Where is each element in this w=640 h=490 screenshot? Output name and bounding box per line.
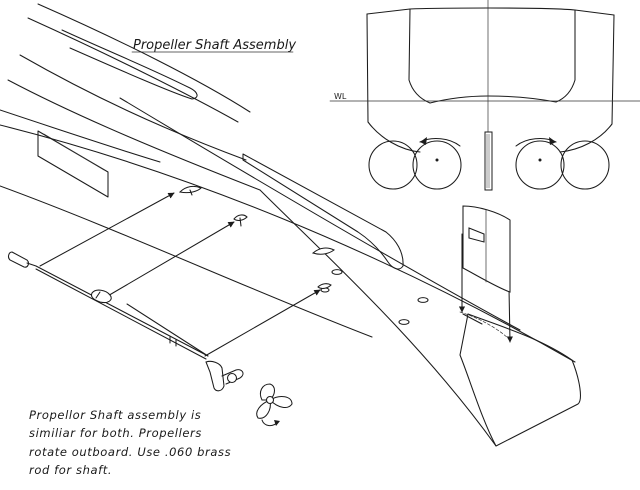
strut-parts <box>178 185 335 290</box>
cabin-roof-fairing <box>61 29 198 100</box>
prop-strut-arm <box>221 369 244 385</box>
strut-stem-2 <box>239 217 242 227</box>
prop-blade-2 <box>269 395 293 409</box>
diagram-title: Propeller Shaft Assembly <box>133 38 296 53</box>
note-line-1: Propellor Shaft assembly is <box>29 408 201 422</box>
end-view-left-edge <box>366 13 369 123</box>
hull-upper-chine <box>119 97 521 331</box>
end-view-inner-left <box>408 8 431 104</box>
strut-top-1 <box>178 185 202 194</box>
coupler-pin <box>26 262 37 267</box>
end-view-keel-curve <box>429 95 557 104</box>
note-line-4: rod for shaft. <box>29 463 112 477</box>
rotation-arrow-right-icon <box>549 137 556 145</box>
strut-top-4 <box>317 283 332 290</box>
end-view-right-edge <box>611 14 615 125</box>
side-vent-slot <box>37 130 109 198</box>
prop-blade-1 <box>259 383 276 401</box>
end-view-top <box>366 7 615 16</box>
rudder-tab <box>468 227 485 243</box>
prop-disc-outer-right <box>560 140 610 190</box>
strut-top-2 <box>233 214 248 222</box>
deck-edge <box>19 54 247 161</box>
spray-rail <box>242 153 404 270</box>
propeller <box>256 383 293 427</box>
strut-stem-1 <box>189 189 193 196</box>
hull-keel-side <box>0 185 373 338</box>
vent-slot-inner <box>43 133 105 171</box>
mount-hole-3 <box>398 319 410 325</box>
mount-hole-2 <box>417 297 429 303</box>
prop-disc-outer-left <box>368 140 418 190</box>
rudder-blade <box>462 205 511 293</box>
hull-lower-run <box>259 189 497 447</box>
assembly-arrows <box>39 192 514 357</box>
arrow-shaft-to-strut-1 <box>39 192 175 267</box>
shaft-coupler <box>7 251 29 268</box>
title-block: Propeller Shaft Assembly <box>131 38 296 53</box>
assembly-note: Propellor Shaft assembly is similiar for… <box>29 408 231 477</box>
prop-blade-3 <box>256 399 271 419</box>
chine-line <box>0 109 161 163</box>
transom-side <box>495 359 581 447</box>
shaft-exit-mark <box>462 313 483 325</box>
mount-hole-1 <box>331 269 343 275</box>
rotation-arrow-left-icon <box>420 137 427 145</box>
deck-line-upper <box>37 3 251 113</box>
bearing-mark <box>95 291 101 299</box>
prop-disc-inner-left <box>412 140 462 190</box>
end-view-bottom-left <box>367 121 421 153</box>
shaft-rod-top <box>35 265 209 357</box>
note-line-3: rotate outboard. Use .060 brass <box>29 445 231 459</box>
shaft-exit-slot <box>459 311 511 341</box>
stern-end-view: WL <box>329 0 640 191</box>
waterline-label: WL <box>334 92 347 101</box>
prop-hub-ring <box>226 372 238 384</box>
shaft-assembly <box>7 251 244 392</box>
hull-isometric-view <box>0 3 581 447</box>
note-line-2: similiar for both. Propellers <box>29 426 202 440</box>
rudder-post <box>484 131 493 191</box>
prop-disc-inner-right <box>515 140 565 190</box>
end-view-inner-right <box>555 9 576 103</box>
prop-strut-bracket <box>205 360 225 392</box>
transom-face <box>459 313 497 447</box>
prop-shaft-dot-right <box>538 158 542 162</box>
shaft-rod-bottom <box>35 268 207 360</box>
rudder-part <box>462 205 511 293</box>
arrow-strut-to-hole-2 <box>105 221 235 298</box>
transom-top-edge <box>467 313 573 361</box>
prop-shaft-dot-left <box>435 158 439 162</box>
shaft-bearing <box>90 289 112 304</box>
arrow-prop-to-hole <box>204 289 321 357</box>
prop-hub <box>265 395 275 405</box>
shaft-line-segment <box>126 303 209 357</box>
prop-rotation-arrow-icon <box>274 420 280 426</box>
hull-bottom-edge <box>0 124 576 363</box>
sheer-line <box>7 79 261 191</box>
strut-top-3 <box>311 247 335 255</box>
deck-line-upper-2 <box>27 17 239 123</box>
